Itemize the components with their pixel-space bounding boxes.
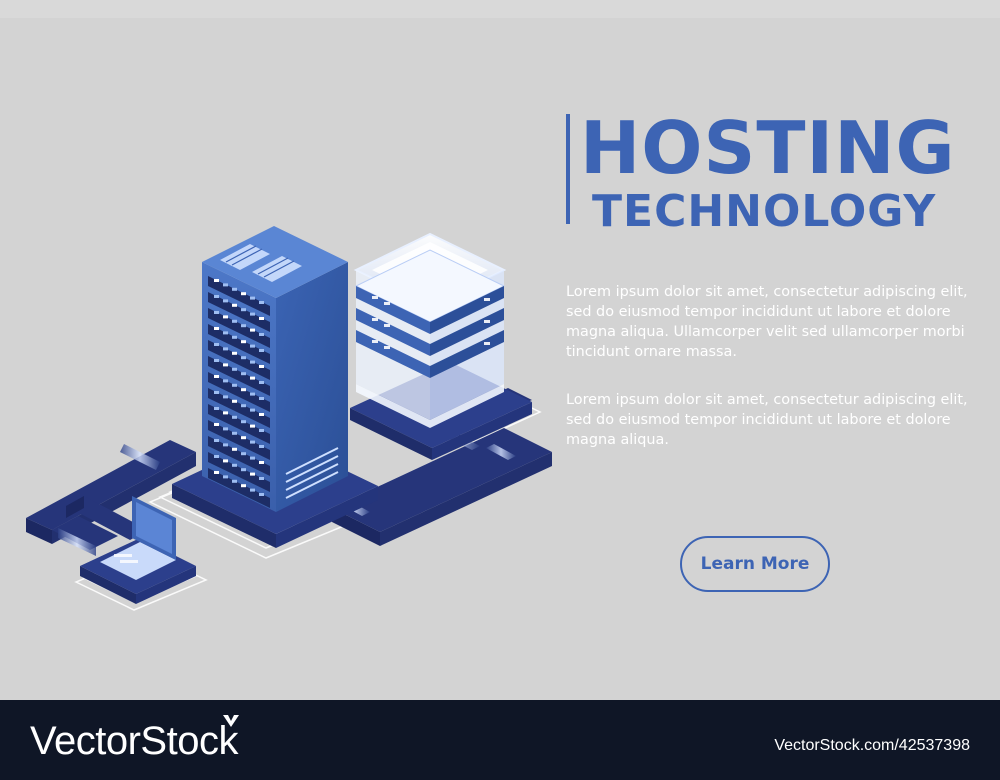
rack-led [232,463,237,467]
rack-led [214,423,219,426]
rack-led [232,383,237,387]
rack-led [259,301,264,304]
rack-led [214,343,219,346]
brand-logo: VectorStock [30,719,238,763]
rack-led [223,331,228,335]
hero-canvas: HOSTING TECHNOLOGY Lorem ipsum dolor sit… [0,0,1000,611]
rack-led [259,349,264,352]
rack-led [250,440,255,444]
rack-led [241,468,246,472]
rack-led [259,333,264,336]
rack-led [232,303,237,307]
rack-led [259,477,264,480]
rack-led [241,308,246,312]
server-rack-icon [202,226,348,512]
laptop-icon [80,496,196,604]
rack-led [241,340,246,344]
rack-led [241,372,246,376]
rack-led [259,413,264,416]
description-paragraph-1: Lorem ipsum dolor sit amet, consectetur … [566,284,968,360]
rack-led [214,455,219,458]
learn-more-button[interactable]: Learn More [680,536,830,592]
top-strip [0,0,1000,18]
description-paragraph-2: Lorem ipsum dolor sit amet, consectetur … [566,392,968,448]
title-accent-bar [566,114,570,224]
footer-bar: VectorStock VectorStock.com/42537398 [0,700,1000,780]
rack-led [214,327,219,330]
rack-led [223,299,228,303]
rack-led [250,392,255,396]
rack-led [232,287,237,291]
rack-led [241,484,246,488]
rack-led [250,424,255,428]
rack-led [250,472,255,476]
rack-led [250,312,255,316]
title-line-2: TECHNOLOGY [592,186,937,237]
rack-led [250,328,255,332]
rack-led [232,335,237,339]
rack-led [259,429,264,432]
rack-led [250,360,255,364]
rack-led [250,488,255,492]
rack-led [214,407,219,410]
rack-led [232,415,237,419]
rack-led [232,399,237,403]
rack-led [214,279,219,282]
rack-led [250,408,255,412]
rack-led [241,420,246,424]
brand-mark-icon [223,715,239,727]
rack-led [223,411,228,415]
rack-led [232,431,237,435]
hosting-illustration [26,226,552,611]
rack-led [259,365,264,368]
rack-led [232,351,237,355]
rack-led [232,447,237,451]
rack-led [241,436,246,440]
database-stack-icon [353,232,507,428]
rack-led [250,376,255,380]
rack-led [214,375,219,378]
rack-led [241,388,246,392]
rack-led [241,292,246,296]
rack-led [241,452,246,456]
rack-led [250,344,255,348]
rack-led [223,443,228,447]
rack-led [223,459,228,463]
rack-led [214,295,219,298]
rack-led [259,397,264,400]
rack-led [259,317,264,320]
rack-led [259,493,264,496]
rack-led [250,296,255,300]
rack-led [223,427,228,431]
rack-led [223,475,228,479]
rack-led [241,356,246,360]
rack-led [214,311,219,314]
rack-led [214,359,219,362]
rack-led [241,404,246,408]
rack-led [223,347,228,351]
footer-url: VectorStock.com/42537398 [774,737,970,754]
rack-led [223,283,228,287]
rack-led [241,324,246,328]
rack-led [223,315,228,319]
rack-led [259,445,264,448]
rack-led [232,367,237,371]
rack-led [214,391,219,394]
rack-led [259,381,264,384]
rack-led [223,395,228,399]
rack-led [223,379,228,383]
rack-led [259,461,264,464]
rack-led [214,439,219,442]
rack-led [232,479,237,483]
title-line-1: HOSTING [580,106,956,190]
rack-led [232,319,237,323]
rack-led [214,471,219,474]
rack-led [250,456,255,460]
rack-led [223,363,228,367]
